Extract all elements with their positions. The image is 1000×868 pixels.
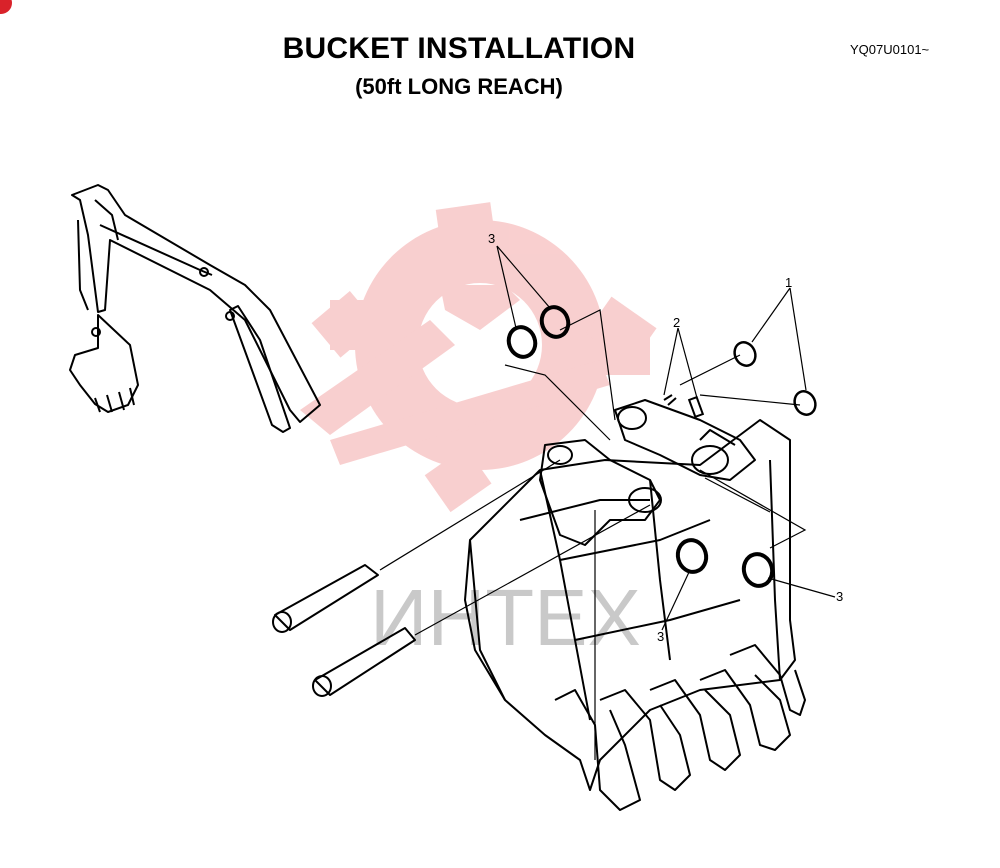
assembly-lines	[379, 309, 807, 760]
callout-3-right: 3	[836, 589, 843, 604]
callout-3-top: 3	[488, 231, 495, 246]
snap-rings	[733, 341, 817, 416]
callout-3-bottom: 3	[657, 629, 664, 644]
callout-2: 2	[673, 315, 680, 330]
watermark-gear-icon	[300, 202, 657, 513]
watermark-text: ИНТЕХ	[370, 573, 641, 662]
page-title: BUCKET INSTALLATION	[282, 32, 636, 65]
page-subtitle: (50ft LONG REACH)	[355, 74, 563, 99]
roll-pins	[663, 394, 705, 419]
leader-lines	[496, 245, 836, 631]
bucket-body	[464, 399, 806, 811]
bucket-pins	[272, 564, 416, 697]
callout-1: 1	[785, 275, 792, 290]
excavator-overview	[69, 184, 321, 433]
drawing-code: YQ07U0101~	[850, 42, 930, 57]
corner-badge-icon	[0, 0, 12, 14]
